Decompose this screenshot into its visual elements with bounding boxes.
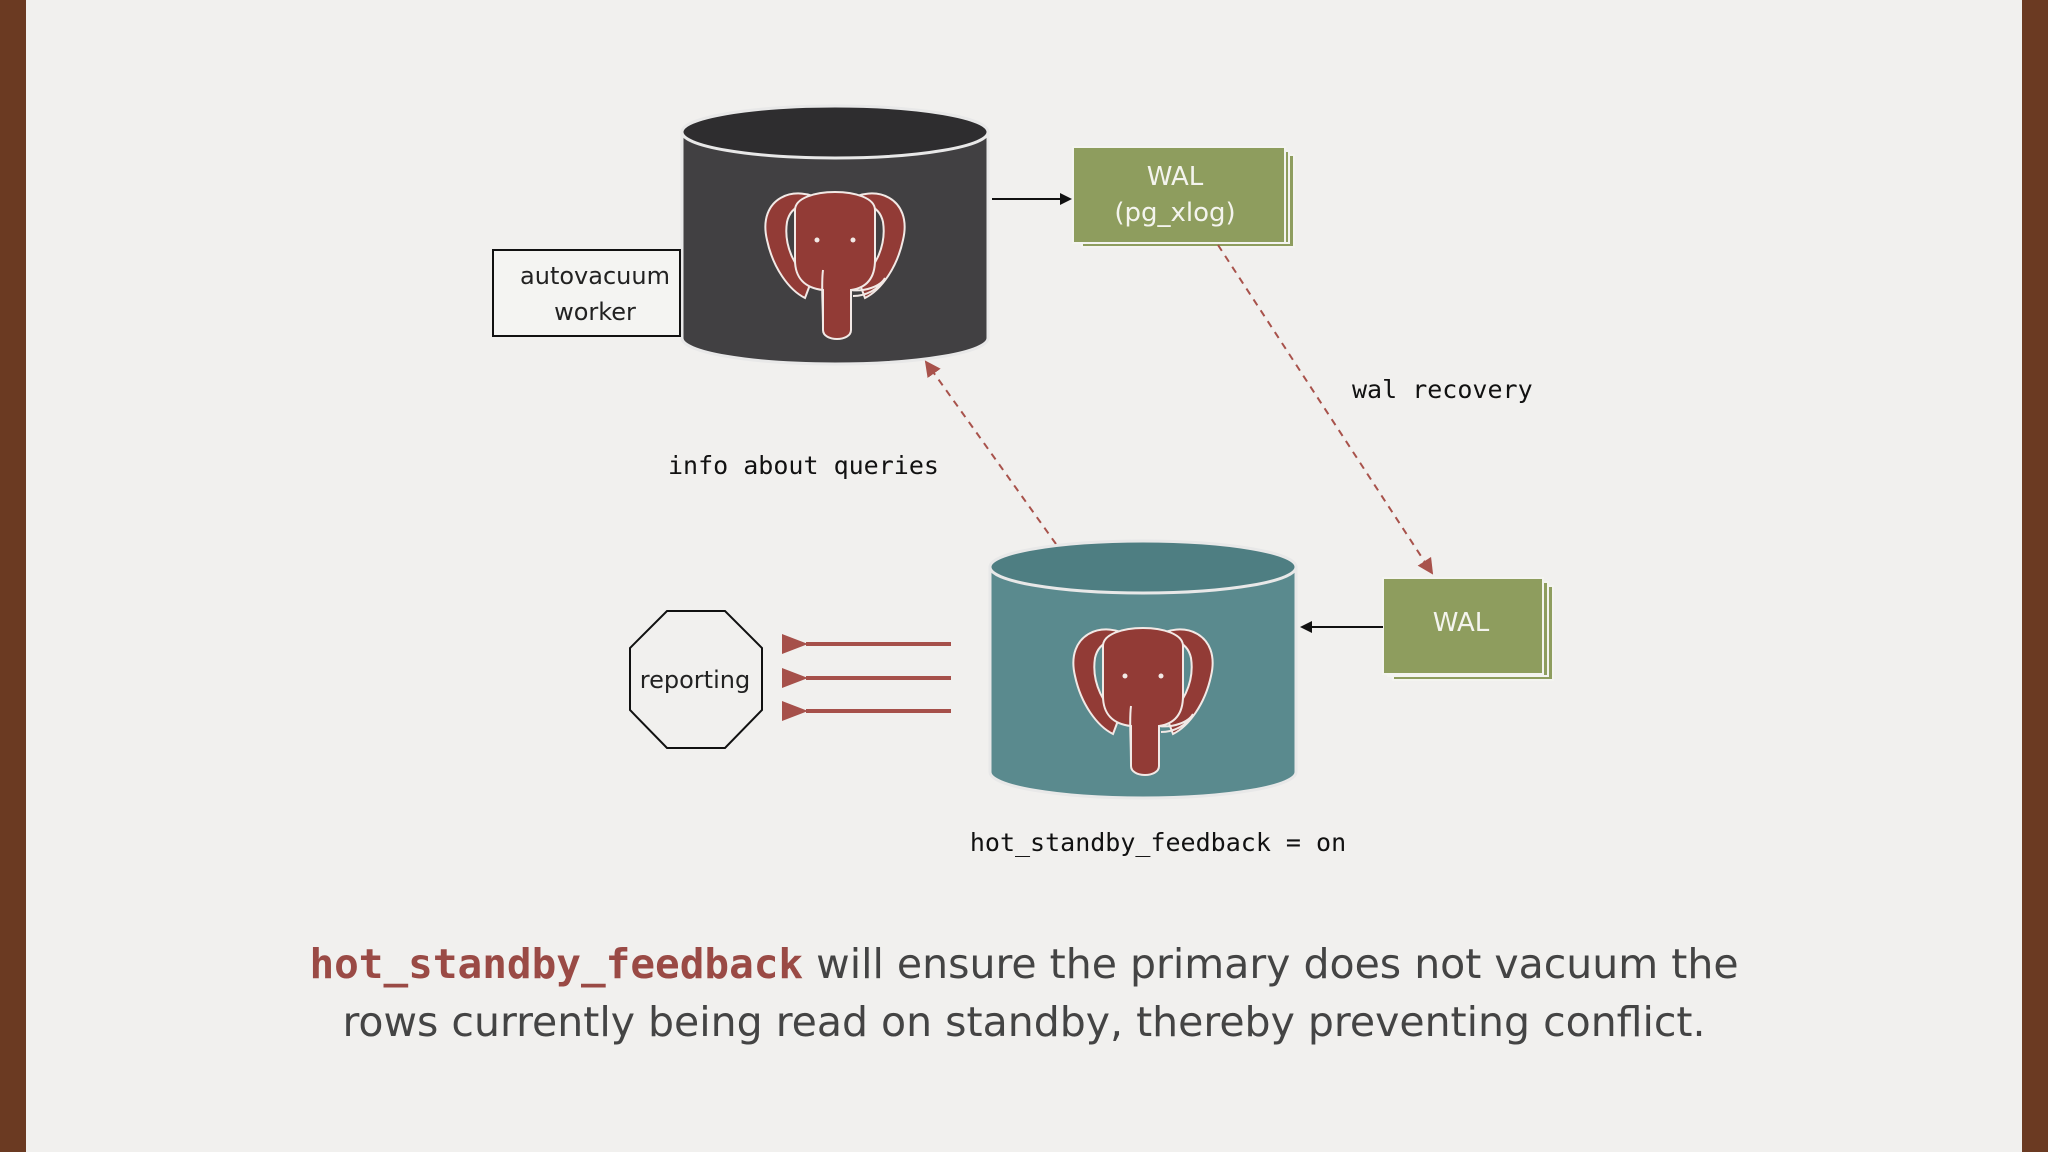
slide-frame-left <box>0 0 26 1152</box>
hot-standby-setting-label: hot_standby_feedback = on <box>970 828 1346 857</box>
info-about-queries-arrow <box>924 360 1057 545</box>
standby-database <box>988 539 1298 800</box>
caption-line1: hot_standby_feedback will ensure the pri… <box>26 935 2022 993</box>
slide-caption: hot_standby_feedback will ensure the pri… <box>26 935 2022 1051</box>
info-about-queries-label: info about queries <box>668 451 939 480</box>
slide-frame-right <box>2022 0 2048 1152</box>
wal-recovery-label: wal recovery <box>1352 375 1533 404</box>
caption-code-term: hot_standby_feedback <box>309 940 804 988</box>
wal-recovery-arrow <box>1217 244 1434 575</box>
caption-line2: rows currently being read on standby, th… <box>342 998 1706 1046</box>
autovacuum-worker-box: autovacuum worker <box>492 249 681 337</box>
reporting-arrows <box>782 634 951 721</box>
reporting-label: reporting <box>640 666 750 694</box>
wal-primary-stack: WAL (pg_xlog) <box>1072 146 1295 248</box>
wal-standby-stack: WAL <box>1382 577 1554 681</box>
autovacuum-label-line1: autovacuum <box>520 262 670 290</box>
autovacuum-label-line2: worker <box>554 298 636 326</box>
wal-standby-label: WAL <box>1433 608 1490 638</box>
primary-database <box>680 104 990 366</box>
wal-primary-label-line1: WAL <box>1147 162 1204 192</box>
caption-line1-text: will ensure the primary does not vacuum … <box>803 940 1739 988</box>
wal-primary-label-line2: (pg_xlog) <box>1114 198 1235 228</box>
reporting-octagon: reporting <box>629 610 763 749</box>
